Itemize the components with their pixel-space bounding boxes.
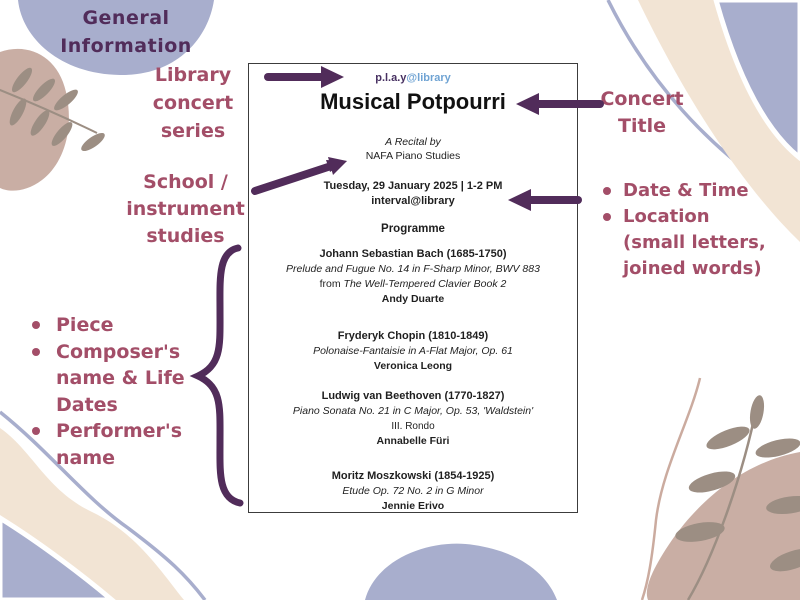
leaf-branch-bottom-right: [675, 395, 800, 600]
piece-line: Prelude and Fugue No. 14 in F-Sharp Mino…: [286, 263, 540, 275]
line-bottom-right-rose: [640, 377, 702, 600]
label-general-information: General Information: [60, 7, 192, 57]
bullet-icon: [32, 321, 40, 329]
piece-source-line: from The Well-Tempered Clavier Book 2: [319, 278, 507, 290]
presenter-name: NAFA Piano Studies: [365, 150, 461, 162]
list-item: Piece: [32, 312, 186, 339]
label-school-instrument-studies: School / instrument studies: [126, 171, 245, 247]
bullet-icon: [32, 347, 40, 356]
movement-line: III. Rondo: [391, 421, 435, 432]
list-item: Composer's name & Life Dates: [32, 339, 186, 419]
bullet-note: (small letters, joined words): [623, 232, 766, 279]
concert-datetime: Tuesday, 29 January 2025 | 1-2 PM: [323, 180, 503, 192]
left-bullet-list: Piece Composer's name & Life Dates Perfo…: [32, 312, 186, 471]
library-logo: p.l.a.y@library: [249, 71, 577, 85]
right-bullet-list: Date & Time Location (small letters, join…: [603, 178, 775, 282]
concert-title: Musical Potpourri: [320, 89, 506, 114]
performer-line: Jennie Erivo: [381, 500, 445, 512]
programme-heading: Programme: [381, 223, 445, 235]
performer-line: Veronica Leong: [373, 360, 453, 372]
program-item: Fryderyk Chopin (1810-1849) Polonaise-Fa…: [249, 329, 577, 374]
bullet-label: Performer's name: [56, 420, 183, 469]
logo-library-text: @library: [406, 72, 451, 84]
list-item: Location (small letters, joined words): [603, 204, 775, 282]
concert-location: interval@library: [371, 195, 455, 207]
programme-items: Johann Sebastian Bach (1685-1750) Prelud…: [249, 247, 577, 514]
bullet-label: Location: [623, 206, 710, 227]
label-library-concert-series: Library concert series: [152, 64, 234, 142]
concert-program-document: p.l.a.y@library Musical Potpourri A Reci…: [248, 63, 578, 513]
bullet-label: Composer's name & Life Dates: [56, 340, 185, 416]
program-item: Johann Sebastian Bach (1685-1750) Prelud…: [249, 247, 577, 307]
performer-line: Annabelle Füri: [376, 435, 450, 447]
piece-line: Piano Sonata No. 21 in C Major, Op. 53, …: [292, 405, 534, 417]
bullet-icon: [32, 427, 40, 435]
bullet-label: Date & Time: [623, 180, 749, 201]
leaf-branch-top-left: [0, 67, 105, 152]
program-item: Ludwig van Beethoven (1770-1827) Piano S…: [249, 389, 577, 449]
label-concert-title: Concert Title: [600, 88, 684, 137]
line-bottom-left-lavender: [0, 410, 207, 600]
composer-line: Moritz Moszkowski (1854-1925): [331, 470, 495, 482]
blob-top-left-lavender: [18, 0, 214, 76]
composer-line: Ludwig van Beethoven (1770-1827): [321, 390, 505, 402]
logo-play-text: p.l.a.y: [375, 72, 407, 84]
performer-line: Andy Duarte: [381, 293, 445, 305]
bullet-icon: [603, 213, 611, 221]
piece-line: Polonaise-Fantaisie in A-Flat Major, Op.…: [313, 345, 513, 357]
piece-line: Etude Op. 72 No. 2 in G Minor: [342, 485, 484, 497]
list-item: Date & Time: [603, 178, 775, 204]
composer-line: Fryderyk Chopin (1810-1849): [337, 330, 489, 342]
composer-line: Johann Sebastian Bach (1685-1750): [319, 248, 507, 260]
program-item: Moritz Moszkowski (1854-1925) Etude Op. …: [249, 469, 577, 514]
recital-byline: A Recital by: [385, 136, 441, 148]
list-item: Performer's name: [32, 418, 186, 471]
bullet-icon: [603, 187, 611, 195]
blob-bottom-center-lavender: [365, 543, 557, 600]
bullet-label: Piece: [56, 314, 114, 336]
